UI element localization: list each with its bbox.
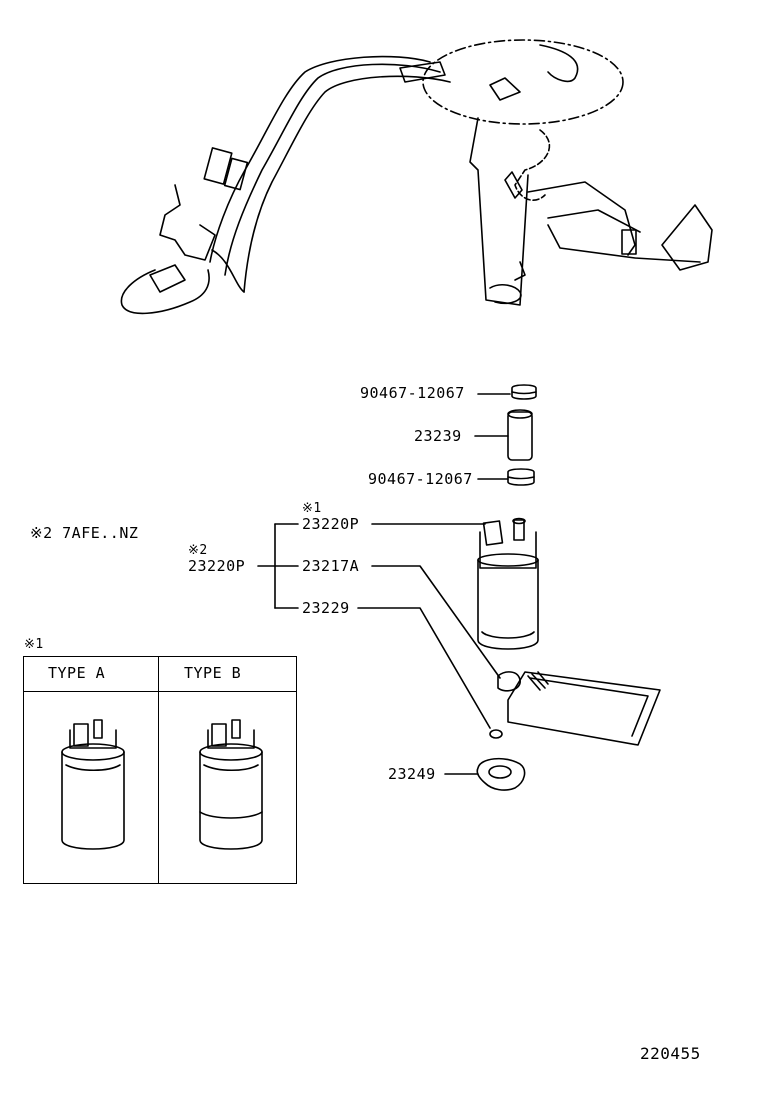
hose-and-clips [474,384,537,486]
note-mark2-applicability: ※2 7AFE..NZ [30,524,139,542]
fuel-filter [497,671,661,746]
fuel-pump-bracket-assembly [120,39,713,315]
retainer-ring [476,757,526,791]
inset-mark1-label: ※1 [24,637,44,652]
figure-number: 220455 [640,1044,701,1063]
cushion-and-retainer [476,729,526,791]
pump-type-inset [23,656,297,884]
inset-header-row [24,657,296,692]
reference-bracket [257,523,501,775]
type-b-label: TYPE B [184,664,242,682]
mark1-label: ※1 [302,501,322,516]
part-cushion-label[interactable]: 23229 [302,599,350,617]
part-pump-left-label[interactable]: 23220P [188,557,246,575]
mark2-label: ※2 [188,543,208,558]
type-a-label: TYPE A [48,664,106,682]
fuel-pump [477,517,539,650]
part-clip-bottom-label[interactable]: 90467-12067 [368,470,473,488]
leader-filter [371,565,501,679]
cushion-ring [489,729,503,739]
part-hose-label[interactable]: 23239 [414,427,462,445]
part-clip-top-label[interactable]: 90467-12067 [360,384,465,402]
part-pump-right-label[interactable]: 23220P [302,515,360,533]
inset-divider [158,657,159,883]
part-retainer-label[interactable]: 23249 [388,765,436,783]
type-a-pump-drawing [61,719,125,850]
leader-cushion [357,607,491,729]
type-b-pump-drawing [199,719,263,850]
part-filter-label[interactable]: 23217A [302,557,360,575]
